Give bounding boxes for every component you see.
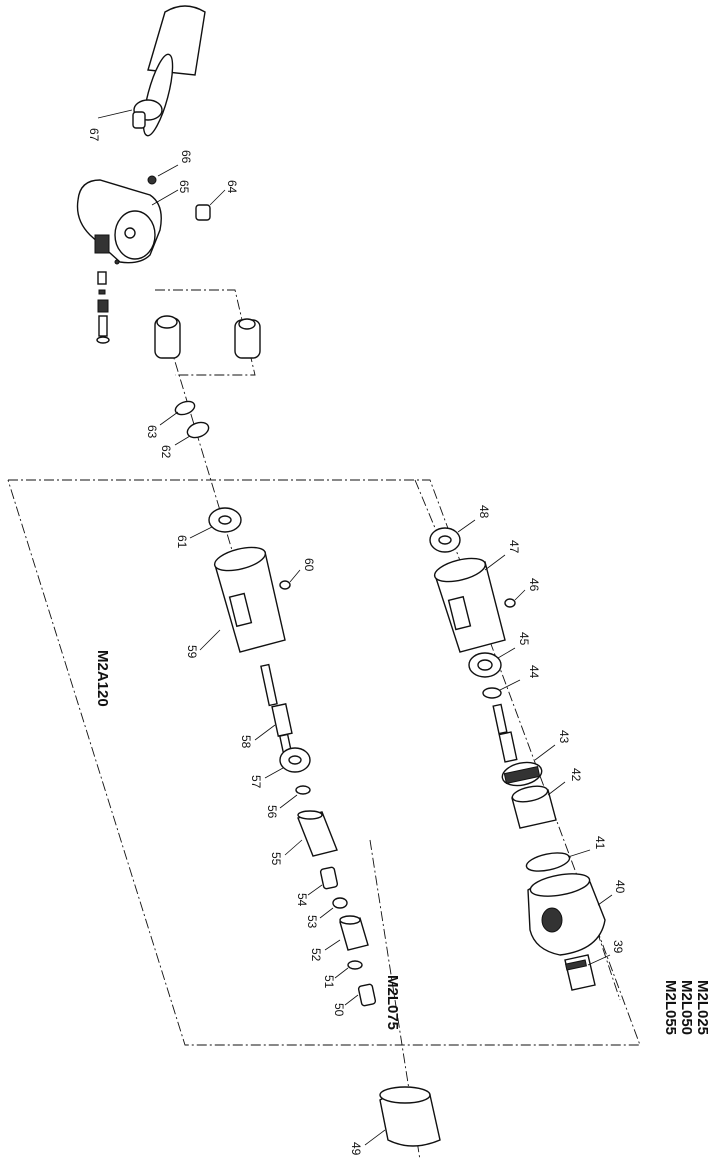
callout-46: 46 xyxy=(527,578,541,592)
model-label-m2a120: M2A120 xyxy=(94,650,111,707)
callout-64: 64 xyxy=(225,180,239,194)
part-58-spindle: 58 xyxy=(239,663,294,759)
part-60-pin: 60 xyxy=(279,558,316,590)
model-label-m2l025: M2L025 xyxy=(694,980,711,1035)
callout-59: 59 xyxy=(185,645,199,659)
part-67-handle: 67 xyxy=(87,5,206,142)
callout-40: 40 xyxy=(613,880,627,894)
part-65-angle-head: 65 xyxy=(76,179,191,265)
part-53-clip: 53 xyxy=(305,897,348,929)
callout-51: 51 xyxy=(322,975,336,989)
group-boundary-lines xyxy=(7,289,641,1161)
callout-60: 60 xyxy=(302,558,316,572)
callout-63: 63 xyxy=(145,425,159,439)
callout-39: 39 xyxy=(611,940,625,954)
part-41-ring: 41 xyxy=(525,836,607,872)
part-55-sleeve: 55 xyxy=(269,810,338,866)
callout-41: 41 xyxy=(593,836,607,850)
part-49-nose-cap: 49 xyxy=(349,1086,441,1156)
callout-58: 58 xyxy=(239,735,253,749)
part-56-oring: 56 xyxy=(265,785,311,819)
callout-62: 62 xyxy=(159,445,173,459)
callout-66: 66 xyxy=(179,150,193,164)
callout-45: 45 xyxy=(517,632,531,646)
callout-43: 43 xyxy=(557,730,571,744)
callout-54: 54 xyxy=(295,893,309,907)
model-label-m2l075: M2L075 xyxy=(384,975,401,1030)
callout-50: 50 xyxy=(332,1003,346,1017)
callout-53: 53 xyxy=(305,915,319,929)
callout-48: 48 xyxy=(477,505,491,519)
part-44-oring: 44 xyxy=(482,665,541,699)
part-50-coupler: 50 xyxy=(332,983,377,1017)
part-52-bushing: 52 xyxy=(309,915,369,962)
part-47-housing: 47 xyxy=(433,540,521,653)
callout-67: 67 xyxy=(87,128,101,142)
part-62-ring: 62 xyxy=(159,421,210,459)
part-43-spindle-gear: 43 xyxy=(492,703,571,787)
small-hardware-stack xyxy=(96,271,110,344)
callout-42: 42 xyxy=(569,768,583,782)
callout-55: 55 xyxy=(269,852,283,866)
part-61-bearing: 61 xyxy=(175,507,242,549)
part-48-bearing: 48 xyxy=(429,505,491,553)
part-45-bearing: 45 xyxy=(468,632,531,678)
part-63-ring: 63 xyxy=(145,400,196,439)
part-40-front-housing: 40 xyxy=(527,873,627,956)
part-39-pinion: 39 xyxy=(564,940,625,991)
part-57-bearing: 57 xyxy=(249,747,311,789)
model-label-m2l050: M2L050 xyxy=(678,980,695,1035)
callout-49: 49 xyxy=(349,1142,363,1156)
part-51-clip: 51 xyxy=(322,960,363,989)
callout-44: 44 xyxy=(527,665,541,679)
part-46-pin: 46 xyxy=(504,578,541,608)
part-59-housing: 59 xyxy=(185,546,286,659)
part-54-coupler: 54 xyxy=(295,866,339,907)
callout-61: 61 xyxy=(175,535,189,549)
part-64-bushing: 64 xyxy=(195,180,239,221)
part-66-screw: 66 xyxy=(147,150,193,185)
model-label-m2l055: M2L055 xyxy=(662,980,679,1035)
callout-65: 65 xyxy=(177,180,191,194)
coupling-b xyxy=(234,318,261,359)
callout-56: 56 xyxy=(265,805,279,819)
callout-57: 57 xyxy=(249,775,263,789)
callout-52: 52 xyxy=(309,948,323,962)
coupling-a xyxy=(154,315,181,359)
part-42-ring-gear: 42 xyxy=(511,768,583,829)
callout-47: 47 xyxy=(507,540,521,554)
